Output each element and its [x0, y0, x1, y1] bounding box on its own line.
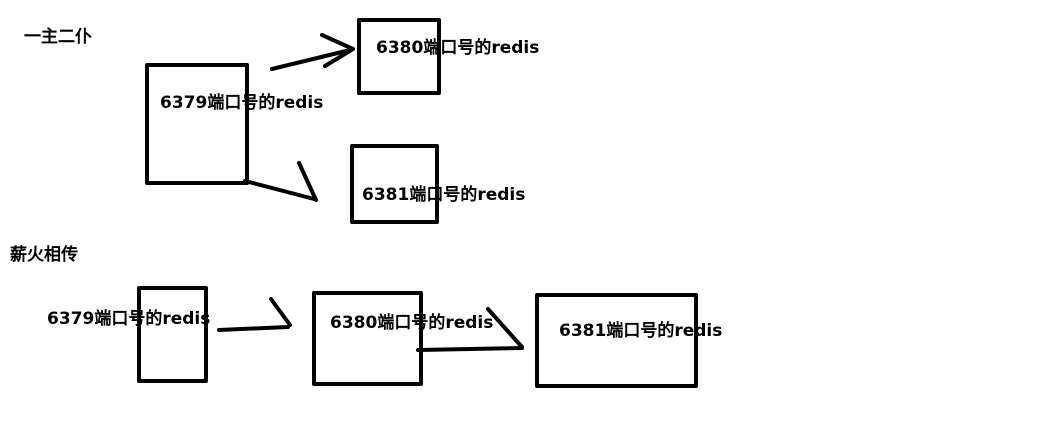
master-6379-label: 6379端口号的redis — [160, 93, 324, 113]
slave-6380-label: 6380端口号的redis — [376, 38, 540, 58]
master-6379-box — [145, 63, 249, 185]
arrow-master-to-6381 — [243, 161, 318, 202]
section-title-chain: 薪火相传 — [10, 245, 78, 265]
arrow-master-to-6380 — [270, 33, 355, 71]
slave-6380-box — [357, 18, 441, 95]
slave-6381-label: 6381端口号的redis — [362, 185, 526, 205]
chain-6379-label: 6379端口号的redis — [47, 309, 211, 329]
chain-6380-label: 6380端口号的redis — [330, 313, 494, 333]
chain-6379-box — [137, 286, 208, 383]
chain-6380-box — [312, 291, 423, 386]
arrow-6380-to-6381 — [416, 307, 524, 352]
chain-6381-box — [535, 293, 698, 388]
section-title-one-master-two-slaves: 一主二仆 — [24, 27, 92, 47]
arrow-6379-to-6380 — [217, 297, 292, 332]
slave-6381-box — [350, 144, 439, 224]
chain-6381-label: 6381端口号的redis — [559, 321, 723, 341]
